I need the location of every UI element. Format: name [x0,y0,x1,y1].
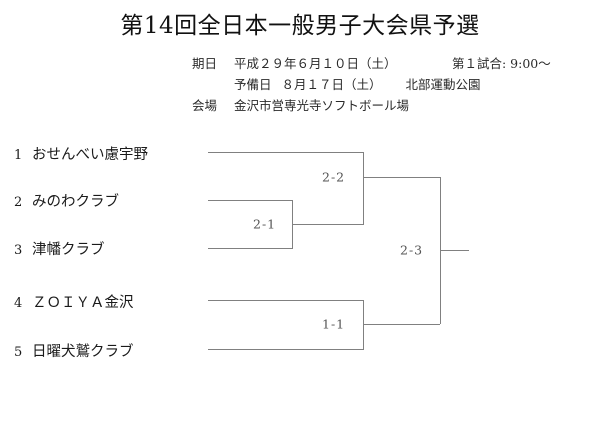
output-line-match-2-2 [363,177,440,178]
bracket-team-5: 5 日曜犬鷲クラブ [14,340,200,361]
event-date-value: 平成２９年６月１０日（土） [234,56,397,71]
match-label-2-2: 2-2 [322,169,346,185]
output-line-match-1-1 [363,324,440,325]
team-name: 日曜犬鷲クラブ [32,344,134,360]
champion-line [440,250,469,251]
feed-line-team-1 [208,152,364,153]
match-label-2-3: 2-3 [400,242,424,258]
team-name: おせんべい慮宇野 [32,147,148,163]
team-name: みのわクラブ [32,194,119,210]
output-line-match-2-1 [292,224,364,225]
event-date-label: 期日 [192,56,218,71]
venue-label: 会場 [192,98,218,113]
bracket-team-2: 2 みのわクラブ [14,190,200,211]
team-seed: 2 [14,195,23,210]
team-name: ＺＯＩＹＡ金沢 [32,295,134,311]
feed-line-team-4 [208,300,364,301]
first-match-time: 第１試合: 9:00〜 [452,56,551,71]
team-seed: 1 [14,148,23,163]
venue-value: 金沢市営専光寺ソフトボール場 [234,98,410,113]
team-seed: 5 [14,345,23,360]
page-title: 第14回全日本一般男子大会県予選 [120,13,480,39]
event-date-row: 期日 平成２９年６月１０日（土） [192,53,397,72]
feed-line-team-3 [208,248,293,249]
team-seed: 3 [14,243,23,258]
reserve-date-label: 予備日 [234,77,272,92]
feed-line-team-2 [208,200,293,201]
bracket-team-3: 3 津幡クラブ [14,238,200,259]
reserve-date-value: ８月１７日（土） [281,77,382,92]
bracket-team-4: 4 ＺＯＩＹＡ金沢 [14,291,200,312]
bracket-team-1: 1 おせんべい慮宇野 [14,143,200,164]
reserve-venue-value: 北部運動公園 [405,77,481,92]
team-seed: 4 [14,296,23,311]
feed-line-team-5 [208,349,364,350]
connector-match-2-2 [363,152,364,224]
match-label-2-1: 2-1 [253,216,277,232]
match-label-1-1: 1-1 [322,316,346,332]
team-name: 津幡クラブ [32,242,105,258]
venue-row: 会場 金沢市営専光寺ソフトボール場 [192,95,409,114]
reserve-date-row: 予備日 ８月１７日（土） 北部運動公園 [234,74,481,93]
